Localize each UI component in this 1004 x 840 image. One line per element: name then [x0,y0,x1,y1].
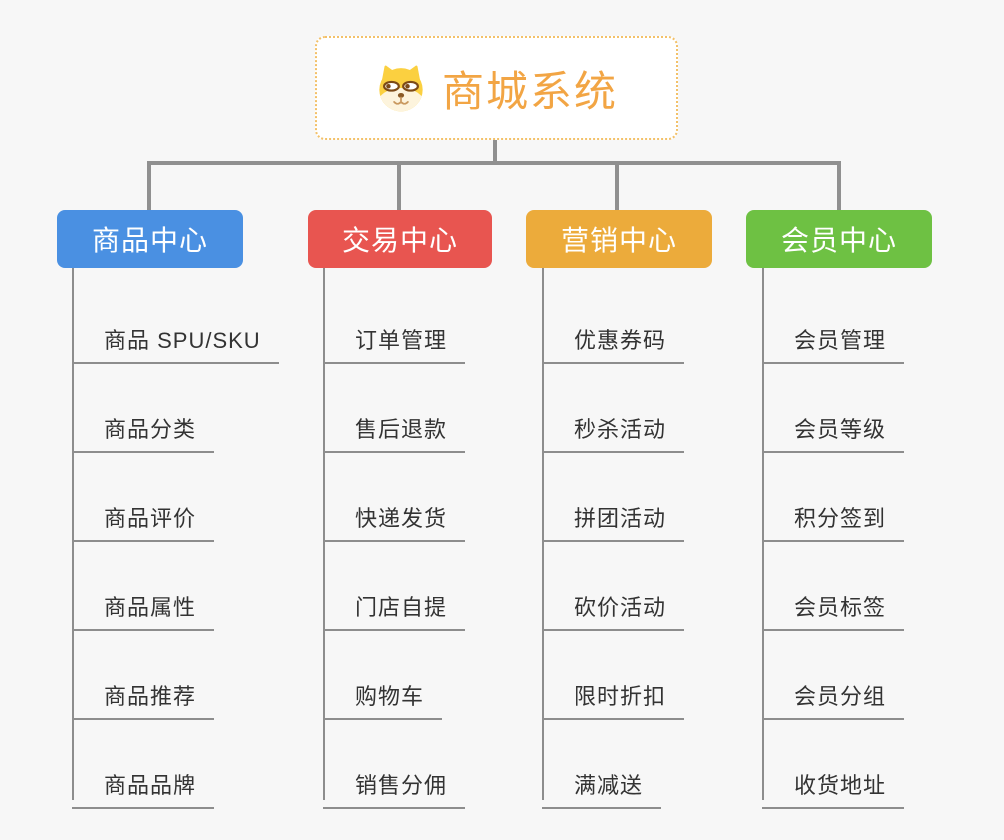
leaf-node-spend-and-save[interactable]: 满减送 [542,756,662,809]
leaf-node-coupon-code[interactable]: 优惠券码 [542,311,685,364]
connector-drop-marketing [615,161,619,210]
leaf-node-order-management[interactable]: 订单管理 [323,311,466,364]
shiba-dog-icon [375,63,427,113]
leaf-node-sales-commission[interactable]: 销售分佣 [323,756,466,809]
connector-root-stem [493,140,497,164]
leaf-node-product-category[interactable]: 商品分类 [72,400,215,453]
leaf-node-points-checkin[interactable]: 积分签到 [762,489,905,542]
leaf-node-shipping-address[interactable]: 收货地址 [762,756,905,809]
leaf-node-product-brand[interactable]: 商品品牌 [72,756,215,809]
connector-drop-trade [397,161,401,210]
connector-horizontal-bar [147,161,841,165]
leaf-node-express-delivery[interactable]: 快递发货 [323,489,466,542]
leaf-node-product-recommend[interactable]: 商品推荐 [72,667,215,720]
leaf-node-aftersale-refund[interactable]: 售后退款 [323,400,466,453]
connector-drop-members [837,161,841,210]
branch-node-marketing-center[interactable]: 营销中心 [526,210,712,268]
root-title: 商城系统 [441,67,618,115]
leaf-node-product-attribute[interactable]: 商品属性 [72,578,215,631]
connector-drop-products [147,161,151,210]
leaf-node-member-level[interactable]: 会员等级 [762,400,905,453]
branch-node-trade-center[interactable]: 交易中心 [308,210,492,268]
leaf-node-flash-sale[interactable]: 秒杀活动 [542,400,685,453]
leaf-node-limited-time-discount[interactable]: 限时折扣 [542,667,685,720]
leaf-node-member-management[interactable]: 会员管理 [762,311,905,364]
branch-node-product-center[interactable]: 商品中心 [57,210,243,268]
connector-trunk-members [762,268,764,800]
leaf-node-member-tag[interactable]: 会员标签 [762,578,905,631]
connector-trunk-trade [323,268,325,800]
leaf-node-bargain-activity[interactable]: 砍价活动 [542,578,685,631]
leaf-node-product-review[interactable]: 商品评价 [72,489,215,542]
leaf-node-shopping-cart[interactable]: 购物车 [323,667,443,720]
connector-trunk-marketing [542,268,544,800]
leaf-node-group-buy[interactable]: 拼团活动 [542,489,685,542]
leaf-node-member-group[interactable]: 会员分组 [762,667,905,720]
root-node-mall-system[interactable]: 商城系统 [315,36,678,140]
branch-node-member-center[interactable]: 会员中心 [746,210,932,268]
connector-trunk-products [72,268,74,800]
leaf-node-product-spu-sku[interactable]: 商品 SPU/SKU [72,311,279,364]
leaf-node-store-pickup[interactable]: 门店自提 [323,578,466,631]
